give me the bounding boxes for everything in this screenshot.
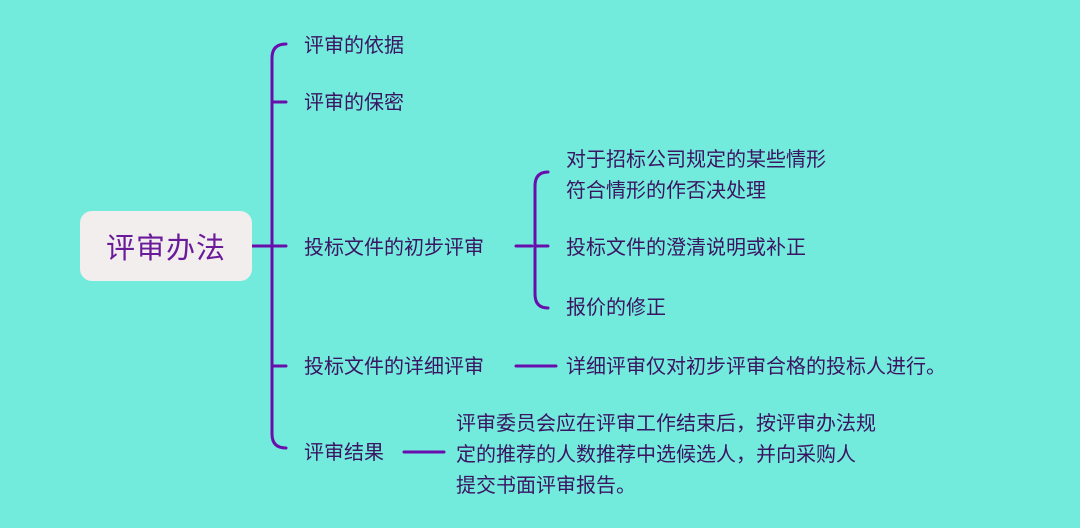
leaf-rejection-cases-line-1: 对于招标公司规定的某些情形 <box>566 147 826 171</box>
branch-preliminary-review: 投标文件的初步评审 <box>304 235 484 259</box>
branch-review-basis: 评审的依据 <box>304 33 404 57</box>
branch-review-confidentiality: 评审的保密 <box>304 90 404 114</box>
leaf-review-report-line-1: 评审委员会应在评审工作结束后，按评审办法规 <box>456 411 876 435</box>
branch-review-result: 评审结果 <box>304 440 384 464</box>
leaf-clarification: 投标文件的澄清说明或补正 <box>566 235 806 259</box>
leaf-rejection-cases: 对于招标公司规定的某些情形 符合情形的作否决处理 <box>566 144 826 206</box>
leaf-detailed-review-note: 详细评审仅对初步评审合格的投标人进行。 <box>566 354 946 378</box>
connector-sub-spine-3 <box>533 170 550 310</box>
root-node: 评审办法 <box>80 211 252 281</box>
leaf-review-report-line-2: 定的推荐的人数推荐中选候选人，并向采购人 <box>456 442 856 466</box>
leaf-rejection-cases-line-2: 符合情形的作否决处理 <box>566 178 766 202</box>
branch-detailed-review: 投标文件的详细评审 <box>304 354 484 378</box>
leaf-review-report-line-3: 提交书面评审报告。 <box>456 473 636 497</box>
leaf-review-report: 评审委员会应在评审工作结束后，按评审办法规 定的推荐的人数推荐中选候选人，并向采… <box>456 408 876 501</box>
leaf-price-correction: 报价的修正 <box>566 295 666 319</box>
